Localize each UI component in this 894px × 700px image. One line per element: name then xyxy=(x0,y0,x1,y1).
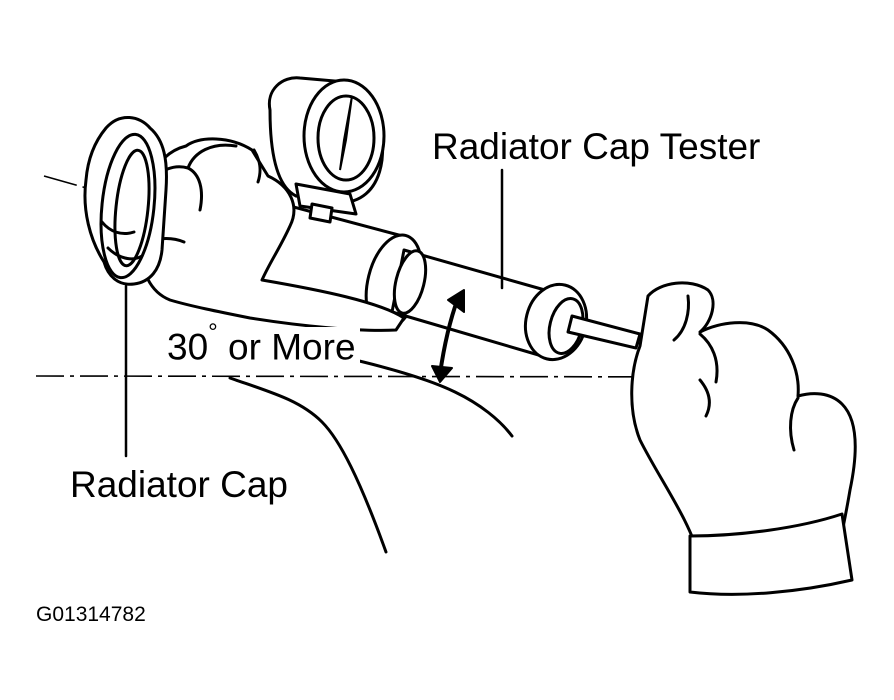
gauge-needle-icon xyxy=(339,95,353,171)
radiator-cap xyxy=(83,116,168,286)
cap-label: Radiator Cap xyxy=(70,464,289,505)
angle-label: 30° or More xyxy=(163,321,360,368)
angle-suffix: or More xyxy=(217,326,356,368)
right-hand xyxy=(630,281,857,596)
tester-label: Radiator Cap Tester xyxy=(432,126,761,167)
angle-value: 30 xyxy=(167,326,209,368)
reference-axis-line xyxy=(35,375,761,378)
pressure-gauge xyxy=(267,76,386,224)
angle-arrow-icon xyxy=(431,289,465,383)
supporting-arm xyxy=(228,376,388,554)
figure-code: G01314782 xyxy=(36,603,146,626)
angle-degree-symbol: ° xyxy=(208,319,218,346)
